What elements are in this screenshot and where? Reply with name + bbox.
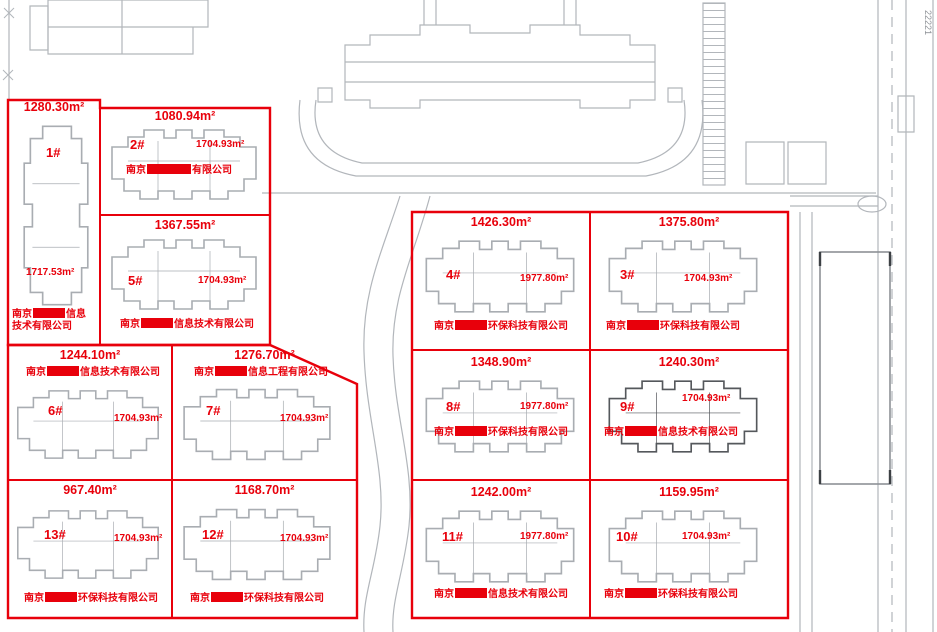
parking-lots	[745, 141, 827, 185]
company-label: 南京环保科技有限公司	[604, 588, 738, 600]
plot-boundaries	[6, 98, 790, 620]
east-road-edges	[799, 212, 813, 632]
company-label: 南京环保科技有限公司	[434, 426, 568, 438]
plot-area-label: 1375.80m²	[658, 215, 720, 229]
redaction-block	[455, 320, 487, 330]
redaction-block	[147, 164, 191, 174]
unit-label: 11#	[442, 529, 463, 544]
building-area-label: 1704.93m²	[684, 273, 733, 284]
company-label: 南京信息技术有限公司	[604, 426, 738, 438]
curved-road-west-edge	[363, 195, 401, 632]
unit-label: 10#	[616, 529, 638, 544]
north-buildings-outline	[47, 0, 209, 55]
curved-road-east-edge	[392, 195, 431, 632]
redaction-block	[627, 320, 659, 330]
plot-building-highlighted	[608, 380, 758, 453]
plot-area-label: 1159.95m²	[659, 485, 719, 499]
redaction-block	[455, 426, 487, 436]
company-label: 南京环保科技有限公司	[190, 592, 324, 604]
parking-strip	[702, 2, 726, 186]
building-area-label: 1704.93m²	[682, 531, 731, 542]
building-footprint-6	[16, 390, 160, 459]
building-area-label: 1704.93m²	[682, 393, 731, 404]
unit-label: 8#	[446, 399, 461, 414]
unit-label: 13#	[44, 527, 66, 542]
company-label-line2: 技术有限公司	[12, 321, 72, 332]
adjacent-building	[818, 251, 892, 485]
plot-area-label: 1280.30m²	[23, 100, 85, 114]
unit-label: 9#	[620, 399, 635, 414]
building-footprint-11	[425, 510, 575, 583]
company-label: 南京环保科技有限公司	[24, 592, 158, 604]
plot-area-label: 1168.70m²	[234, 483, 295, 497]
company-label: 南京环保科技有限公司	[434, 320, 568, 332]
redaction-block	[625, 588, 657, 598]
building-area-label: 1977.80m²	[520, 531, 569, 542]
unit-label: 12#	[202, 527, 224, 542]
building-area-label: 1717.53m²	[26, 267, 75, 278]
plot-area-label: 1426.30m²	[470, 215, 532, 229]
plot-area-label: 1348.90m²	[470, 355, 532, 369]
building-area-label: 1704.93m²	[114, 413, 163, 424]
plot-area-label: 1242.00m²	[470, 485, 532, 499]
unit-label: 2#	[130, 137, 145, 152]
redaction-block	[45, 592, 77, 602]
right-road-lines	[877, 0, 934, 632]
building-footprint-8	[425, 380, 575, 453]
building-footprint-10	[608, 510, 758, 583]
building-footprint-7	[183, 388, 331, 461]
plot-area-label: 1367.55m²	[154, 218, 216, 232]
company-label: 南京信息	[12, 308, 86, 320]
redaction-block	[625, 426, 657, 436]
company-label: 南京有限公司	[126, 164, 232, 176]
boundary-group-c	[410, 210, 790, 620]
redaction-block	[47, 366, 79, 376]
company-label: 南京信息工程有限公司	[194, 366, 328, 378]
unit-label: 5#	[128, 273, 143, 288]
company-label: 南京信息技术有限公司	[26, 366, 160, 378]
road-label: 22221	[923, 10, 933, 35]
redaction-block	[215, 366, 247, 376]
building-area-label: 1977.80m²	[520, 401, 569, 412]
company-label: 南京环保科技有限公司	[606, 320, 740, 332]
plot-area-label: 1240.30m²	[658, 355, 720, 369]
building-footprint-12	[183, 508, 331, 581]
building-footprint-9	[608, 380, 758, 453]
redaction-block	[211, 592, 243, 602]
unit-label: 7#	[206, 403, 221, 418]
unit-label: 1#	[46, 145, 61, 160]
plot-area-label: 1080.94m²	[154, 109, 216, 123]
building-footprint-13	[16, 510, 160, 579]
company-label: 南京信息技术有限公司	[120, 318, 254, 330]
company-label: 南京信息技术有限公司	[434, 588, 568, 600]
building-area-label: 1704.93m²	[114, 533, 163, 544]
building-area-label: 1704.93m²	[196, 139, 245, 150]
redaction-block	[141, 318, 173, 328]
plot-area-label: 1276.70m²	[234, 348, 295, 362]
redaction-block	[455, 588, 487, 598]
central-building-outline	[344, 24, 656, 109]
unit-label: 4#	[446, 267, 461, 282]
boundary-group-b	[6, 343, 359, 620]
plot-area-label: 1244.10m²	[59, 348, 121, 362]
unit-label: 6#	[48, 403, 63, 418]
building-area-label: 1704.93m²	[280, 533, 329, 544]
unit-label: 3#	[620, 267, 635, 282]
building-area-label: 1704.93m²	[280, 413, 329, 424]
landscape-ellipse	[857, 195, 887, 213]
redaction-block	[33, 308, 65, 318]
canopy-curve	[314, 99, 686, 164]
building-area-label: 1977.80m²	[520, 273, 569, 284]
building-area-label: 1704.93m²	[198, 275, 247, 286]
plot-area-label: 967.40m²	[63, 483, 117, 497]
